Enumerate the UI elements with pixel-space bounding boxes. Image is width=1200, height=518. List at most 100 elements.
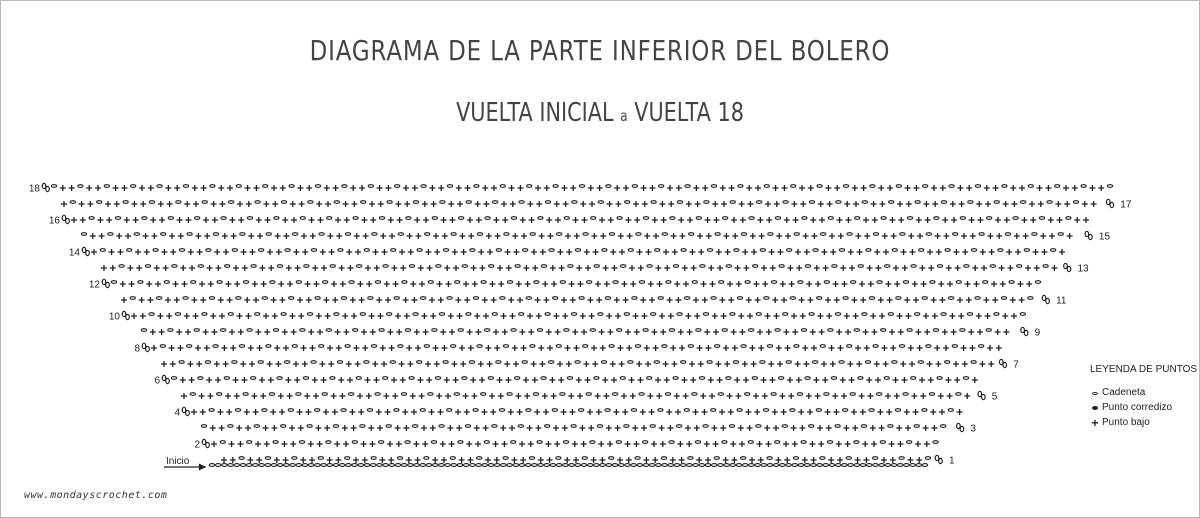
chain-stitch: [781, 424, 788, 428]
single-crochet-stitch: [511, 345, 518, 351]
stitch-row-18: [41, 182, 1114, 193]
single-crochet-stitch: [146, 281, 153, 287]
single-crochet-stitch: [255, 217, 262, 223]
chain-stitch: [658, 184, 665, 188]
chain-stitch: [227, 424, 234, 428]
single-crochet-stitch: [715, 361, 722, 367]
single-crochet-stitch: [920, 393, 927, 399]
single-crochet-stitch: [598, 441, 605, 447]
single-crochet-stitch: [520, 345, 527, 351]
single-crochet-stitch: [909, 361, 915, 367]
chain-stitch: [906, 440, 913, 444]
chain-stitch: [268, 392, 276, 396]
single-crochet-stitch: [992, 297, 999, 303]
single-crochet-stitch: [368, 425, 375, 431]
single-crochet-stitch: [716, 377, 723, 383]
single-crochet-stitch: [357, 393, 363, 399]
single-crochet-stitch: [859, 409, 866, 415]
chain-stitch: [827, 216, 834, 220]
chain-stitch: [789, 408, 796, 412]
single-crochet-stitch: [143, 249, 150, 255]
chain-stitch: [853, 328, 860, 332]
single-crochet-stitch: [245, 201, 252, 207]
single-crochet-stitch: [279, 297, 286, 303]
single-crochet-stitch: [485, 457, 491, 463]
chain-stitch: [484, 216, 491, 220]
single-crochet-stitch: [1063, 185, 1069, 191]
single-crochet-stitch: [479, 265, 486, 271]
chain-stitch: [1038, 216, 1046, 220]
turning-chain: [1084, 230, 1090, 238]
chain-stitch: [918, 248, 925, 252]
single-crochet-stitch: [324, 425, 331, 431]
single-crochet-stitch: [204, 233, 211, 239]
chain-stitch: [638, 280, 646, 284]
single-crochet-stitch: [958, 201, 965, 207]
single-crochet-stitch: [456, 425, 463, 431]
chain-stitch: [400, 392, 408, 396]
single-crochet-stitch: [675, 409, 681, 415]
single-crochet-stitch: [943, 345, 949, 351]
single-crochet-stitch: [464, 297, 471, 303]
single-crochet-stitch: [979, 249, 986, 255]
single-crochet-stitch: [693, 185, 700, 191]
single-crochet-stitch: [558, 377, 565, 383]
chain-stitch: [634, 456, 641, 460]
single-crochet-stitch: [213, 361, 220, 367]
single-crochet-stitch: [351, 201, 358, 207]
chain-stitch: [562, 440, 570, 444]
chain-stitch: [600, 360, 608, 364]
chain-stitch: [717, 463, 724, 467]
stitch-row-3: [200, 422, 965, 433]
single-crochet-stitch: [994, 329, 1001, 335]
chain-stitch: [657, 296, 664, 300]
single-crochet-stitch: [742, 249, 749, 255]
single-crochet-stitch: [860, 185, 867, 191]
single-crochet-stitch: [422, 441, 429, 447]
chain-stitch: [264, 456, 272, 460]
chain-stitch: [895, 184, 902, 188]
chain-stitch: [747, 440, 754, 444]
single-crochet-stitch: [705, 345, 712, 351]
chain-stitch: [438, 312, 446, 316]
single-crochet-stitch: [485, 345, 492, 351]
single-crochet-stitch: [858, 393, 865, 399]
single-crochet-stitch: [853, 201, 859, 207]
single-crochet-stitch: [721, 201, 727, 207]
single-crochet-stitch: [655, 377, 661, 383]
chain-stitch: [344, 456, 351, 460]
chain-stitch: [475, 463, 482, 467]
single-crochet-stitch: [277, 393, 284, 399]
single-crochet-stitch: [731, 217, 737, 223]
chain-stitch: [258, 248, 265, 252]
chain-stitch: [883, 376, 890, 380]
single-crochet-stitch: [905, 201, 912, 207]
single-crochet-stitch: [870, 313, 877, 319]
single-crochet-stitch: [577, 281, 584, 287]
single-crochet-stitch: [157, 313, 164, 319]
chain-stitch: [385, 424, 392, 428]
single-crochet-stitch: [493, 217, 500, 223]
single-crochet-stitch: [296, 409, 303, 415]
chain-stitch: [676, 200, 684, 204]
single-crochet-stitch: [640, 297, 647, 303]
chain-stitch: [748, 328, 755, 332]
row-number: 7: [1013, 360, 1019, 371]
chain-stitch: [525, 296, 532, 300]
single-crochet-stitch: [195, 345, 201, 351]
single-crochet-stitch: [395, 441, 402, 447]
single-crochet-stitch: [221, 345, 228, 351]
single-crochet-stitch: [1074, 217, 1081, 223]
single-crochet-stitch: [255, 329, 262, 335]
chain-stitch: [307, 463, 315, 467]
single-crochet-stitch: [377, 313, 384, 319]
single-crochet-stitch: [490, 409, 497, 415]
single-crochet-stitch: [304, 393, 311, 399]
chain-stitch: [717, 392, 724, 396]
single-crochet-stitch: [399, 249, 405, 255]
single-crochet-stitch: [493, 457, 500, 463]
chain-stitch: [698, 376, 706, 380]
single-crochet-stitch: [934, 345, 941, 351]
single-crochet-stitch: [471, 281, 478, 287]
chain-stitch: [593, 264, 600, 268]
